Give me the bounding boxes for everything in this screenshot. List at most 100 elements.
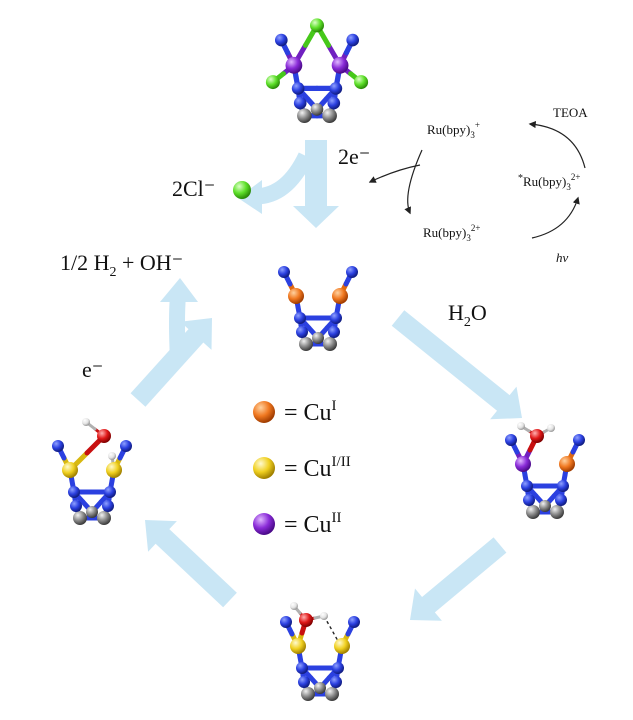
carbon-atom (301, 687, 315, 701)
nitrogen-atom (293, 96, 307, 110)
hydrogen-atom (108, 452, 116, 460)
electron-label: e⁻ (82, 357, 103, 382)
chloride-release-label: 2Cl⁻ (172, 176, 215, 201)
nitrogen-atom (330, 312, 342, 324)
nitrogen-atom (294, 312, 306, 324)
water-label: H2O (448, 300, 487, 330)
complex-cu2-cu1-aqua (505, 422, 585, 519)
cycle-arrows (130, 140, 522, 621)
carbon-atom (73, 511, 87, 525)
legend-swatch (253, 513, 275, 535)
copper-atom (285, 56, 303, 74)
nitrogen-atom (332, 662, 344, 674)
molecules (52, 18, 585, 701)
teoa-quench-arrow (528, 120, 586, 169)
chlorine-atom (310, 18, 324, 33)
carbon-atom (323, 337, 337, 351)
carbon-atom (297, 108, 312, 124)
hydrogen-atom (547, 424, 555, 432)
carbon-atom (97, 511, 111, 525)
copper-atom (559, 456, 575, 472)
carbon-atom (550, 505, 564, 519)
nitrogen-atom (278, 266, 290, 278)
nitrogen-atom (52, 440, 64, 452)
legend-label: = CuII (284, 510, 342, 538)
nitrogen-atom (296, 662, 308, 674)
carbon-atom (526, 505, 540, 519)
two-electron-label: 2e⁻ (338, 144, 370, 169)
nitrogen-atom (346, 266, 358, 278)
legend-swatch (253, 457, 275, 479)
carbon-atom (314, 682, 326, 694)
copper-atom (334, 638, 350, 654)
chlorine-atom (354, 75, 369, 90)
carbon-atom (312, 332, 324, 344)
hydrogen-atom (82, 418, 90, 426)
nitrogen-atom (505, 434, 517, 446)
legend-label: = CuI (284, 398, 337, 426)
carbon-atom (299, 337, 313, 351)
carbon-atom (539, 500, 551, 512)
legend-label: = CuI/II (284, 454, 351, 482)
oxygen-atom (97, 429, 111, 443)
nitrogen-atom (573, 434, 585, 446)
cycle-arrow-h2-evolution (130, 318, 212, 407)
nitrogen-atom (70, 500, 82, 512)
hydrogen-atom (517, 422, 525, 430)
nitrogen-atom (329, 82, 343, 95)
cycle-arrow-hydration (391, 310, 522, 420)
photoexcitation-arrow (531, 196, 580, 239)
nitrogen-atom (328, 326, 340, 338)
chloride-ion (233, 181, 251, 199)
hydrogen-atom (320, 612, 328, 620)
oxygen-atom (299, 613, 313, 627)
nitrogen-atom (120, 440, 132, 452)
copper-atom (331, 56, 349, 74)
nitrogen-atom (523, 494, 535, 506)
copper-atom (332, 288, 348, 304)
cycle-arrow-protonation (145, 520, 237, 608)
nitrogen-atom (521, 480, 533, 492)
carbon-atom (322, 108, 337, 124)
hydrogen-atom (290, 602, 298, 610)
complex-h-bonded-aqua (280, 602, 360, 701)
h2-branch-arrowhead (160, 278, 198, 302)
nitrogen-atom (346, 33, 360, 47)
nitrogen-atom (327, 96, 341, 110)
copper-atom (106, 462, 122, 478)
nitrogen-atom (298, 676, 310, 688)
nitrogen-atom (102, 500, 114, 512)
hydrogen-evolution-label: 1/2 H2 + OH⁻ (60, 250, 183, 280)
ru-ground-label: Ru(bpy)32+ (423, 223, 480, 243)
ru-reduced-label: Ru(bpy)3+ (427, 120, 480, 140)
copper-atom (290, 638, 306, 654)
photosensitizer-cycle: Ru(bpy)3+ TEOA *Ru(bpy)32+ Ru(bpy)32+ hv (368, 105, 588, 265)
cycle-arrow-proton-transfer (410, 537, 507, 621)
light-label: hv (556, 250, 569, 265)
copper-atom (288, 288, 304, 304)
carbon-atom (325, 687, 339, 701)
nitrogen-atom (557, 480, 569, 492)
copper-atom (515, 456, 531, 472)
carbon-atom (310, 103, 324, 116)
copper-atom (62, 462, 78, 478)
electron-transfer-arrow (368, 164, 421, 183)
oxygen-atom (530, 429, 544, 443)
nitrogen-atom (555, 494, 567, 506)
oxidation-state-legend: = CuI = CuI/II = CuII (253, 398, 351, 538)
nitrogen-atom (275, 33, 288, 47)
nitrogen-atom (330, 676, 342, 688)
ru-reduction-arrow (404, 149, 423, 215)
chloride-branch-arrowhead (238, 180, 262, 214)
h2-branch-arrow (169, 295, 186, 361)
chlorine-atom (265, 75, 280, 90)
complex-cu1-cu1 (278, 266, 358, 351)
nitrogen-atom (104, 486, 116, 498)
labels: 2Cl⁻ 2e⁻ 1/2 H2 + OH⁻ H2O e⁻ (60, 144, 487, 382)
complex-cu2-dichloride (265, 18, 369, 124)
legend-swatch (253, 401, 275, 423)
ru-excited-label: *Ru(bpy)32+ (518, 172, 580, 192)
nitrogen-atom (291, 82, 305, 95)
carbon-atom (86, 506, 98, 518)
